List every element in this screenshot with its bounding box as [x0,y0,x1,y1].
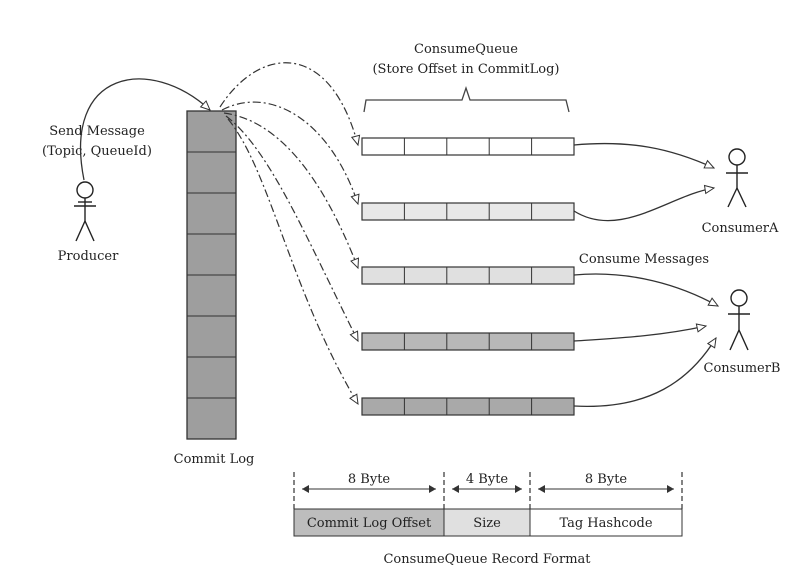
commit-log [186,110,237,440]
record-field-name: Commit Log Offset [307,516,432,531]
record-field-name: Size [473,516,501,531]
send-message-params: (Topic, QueueId) [42,144,152,159]
consumer-b-icon [728,289,750,351]
record-field-cell [443,508,531,537]
record-field-size: 8 Byte [348,472,391,487]
send-message-label: Send Message [49,124,145,139]
send-message-arrow [79,78,211,181]
consume-messages-label: Consume Messages [579,252,709,267]
consumer-a-label: ConsumerA [702,221,779,236]
record-field-cell [529,508,683,537]
consumer-a-icon [726,148,748,208]
record-format-caption: ConsumeQueue Record Format [383,552,591,567]
consume-queue-subtitle: (Store Offset in CommitLog) [372,62,559,77]
consume-arrows [573,142,720,407]
consume-queue-bracket [363,85,570,113]
consume-queue-1 [361,137,575,156]
record-field-cell [293,508,445,537]
queue-bar [361,332,575,351]
dispatch-arrows [219,62,361,406]
consume-queue-3 [361,266,575,285]
consume-queue-2 [361,202,575,221]
queue-bar [361,202,575,221]
record-field-size: 8 Byte [585,472,628,487]
consumer-b-label: ConsumerB [704,361,781,376]
producer-icon [74,181,96,242]
record-field-name: Tag Hashcode [559,516,652,531]
consume-queue-title: ConsumeQueue [414,42,518,57]
queue-bar [361,137,575,156]
consume-queue-5 [361,397,575,416]
record-field-size: 4 Byte [466,472,509,487]
producer-label: Producer [58,249,119,264]
commit-log-label: Commit Log [174,452,255,467]
queue-bar [361,397,575,416]
queue-bar [361,266,575,285]
consume-queues [361,137,575,416]
consume-queue-4 [361,332,575,351]
